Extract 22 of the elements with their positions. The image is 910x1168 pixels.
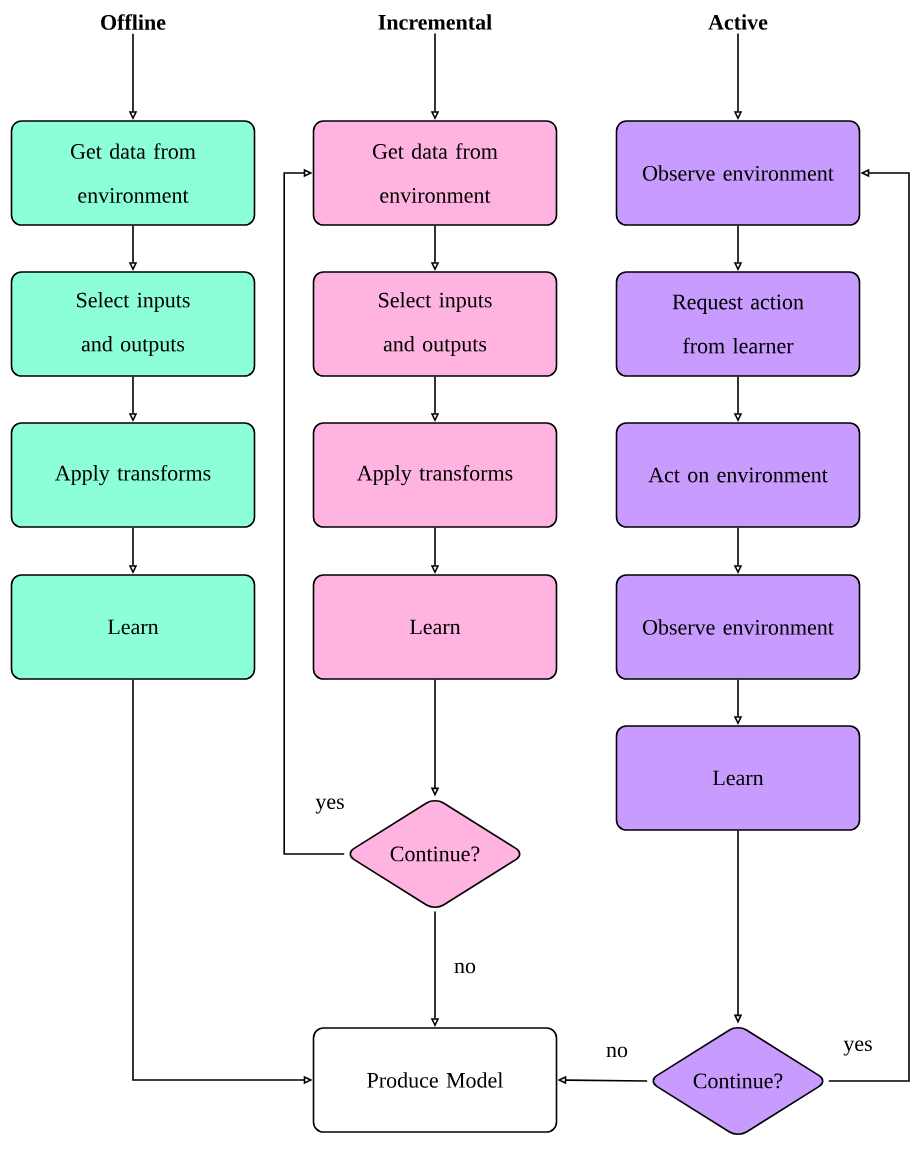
edge-label: no — [606, 1046, 628, 1058]
process-box: Apply transforms — [10, 422, 256, 528]
column-heading: Incremental — [378, 14, 492, 30]
process-box: Observe environment — [615, 574, 861, 680]
column-heading: Offline — [101, 14, 166, 30]
edge-label: yes — [843, 1040, 872, 1056]
process-box: Get data from environment — [312, 120, 558, 226]
process-box: Select inputs and outputs — [312, 271, 558, 377]
column-heading: Active — [708, 14, 768, 30]
process-box: Apply transforms — [312, 422, 558, 528]
process-box: Act on environment — [615, 422, 861, 528]
arrow — [283, 168, 345, 855]
process-box: Learn — [10, 574, 256, 680]
process-box: Get data from environment — [10, 120, 256, 226]
edge-label: no — [454, 962, 476, 974]
process-box: Observe environment — [615, 120, 861, 226]
process-box: Produce Model — [312, 1027, 558, 1133]
process-box: Learn — [615, 725, 861, 831]
process-box: Learn — [312, 574, 558, 680]
edge-label: yes — [315, 798, 344, 814]
process-box: Request action from learner — [615, 271, 861, 377]
process-box: Select inputs and outputs — [10, 271, 256, 377]
